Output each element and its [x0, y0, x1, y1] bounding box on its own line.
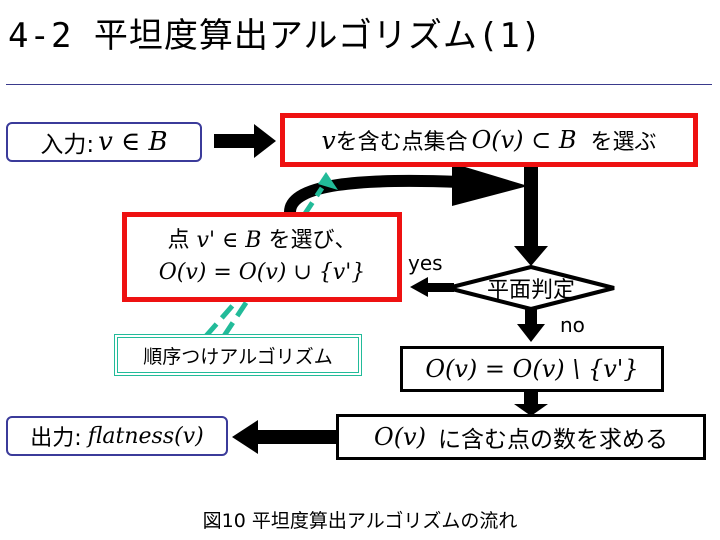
ordering-algorithm-box: 順序つけアルゴリズム [114, 334, 362, 376]
output-box: 出力: flatness(v) [6, 416, 228, 456]
choose-math-1: v' ∈ B [196, 228, 262, 253]
arrow-decision-yes [410, 277, 454, 297]
title-divider [6, 84, 712, 85]
count-text: に含む点の数を求める [437, 427, 668, 453]
select-neighborhood-box: v を含む点集合 O(v) ⊂ B を選ぶ [280, 113, 698, 167]
select-set-math: O(v) ⊂ B [471, 126, 577, 154]
choose-prefix: 点 [167, 228, 190, 253]
arrow-remove-to-count [514, 392, 548, 416]
decision-diamond [447, 264, 615, 312]
arrow-count-to-output [232, 420, 338, 454]
arrow-select-to-decision [514, 162, 548, 266]
input-box: 入力: v ∈ B [6, 122, 202, 162]
figure-caption: 図10 平坦度算出アルゴリズムの流れ [202, 510, 518, 532]
choose-suffix: を選び、 [268, 228, 357, 253]
arrow-choose-loop [284, 163, 528, 213]
output-label: 出力: [30, 426, 82, 451]
select-text-1: を含む点集合 [335, 130, 468, 155]
count-math: O(v) [374, 423, 426, 451]
ordering-link-head [318, 172, 338, 190]
input-math: v ∈ B [98, 127, 168, 157]
select-var: v [321, 125, 336, 155]
input-label: 入力: [40, 132, 95, 158]
count-points-box: O(v) に含む点の数を求める [336, 414, 706, 460]
arrow-decision-no [517, 308, 545, 342]
decision-label: 平面判定 [486, 278, 575, 303]
remove-point-box: O(v) = O(v) \ {v'} [400, 346, 664, 392]
choose-point-box: 点 v' ∈ B を選び、 O(v) = O(v) ∪ {v'} [122, 212, 402, 302]
decision-no-label: no [560, 313, 585, 337]
decision-yes-label: yes [408, 251, 443, 275]
ordering-label: 順序つけアルゴリズム [143, 345, 333, 368]
output-math: flatness(v) [87, 423, 204, 449]
select-text-2: を選ぶ [590, 130, 657, 155]
choose-line-1: 点 v' ∈ B を選び、 [168, 225, 357, 257]
arrow-input-to-select [214, 124, 276, 158]
remove-math: O(v) = O(v) \ {v'} [425, 355, 639, 383]
page-title: 4-2 平坦度算出アルゴリズム(1) [8, 16, 543, 56]
choose-math-2: O(v) = O(v) ∪ {v'} [158, 260, 366, 285]
